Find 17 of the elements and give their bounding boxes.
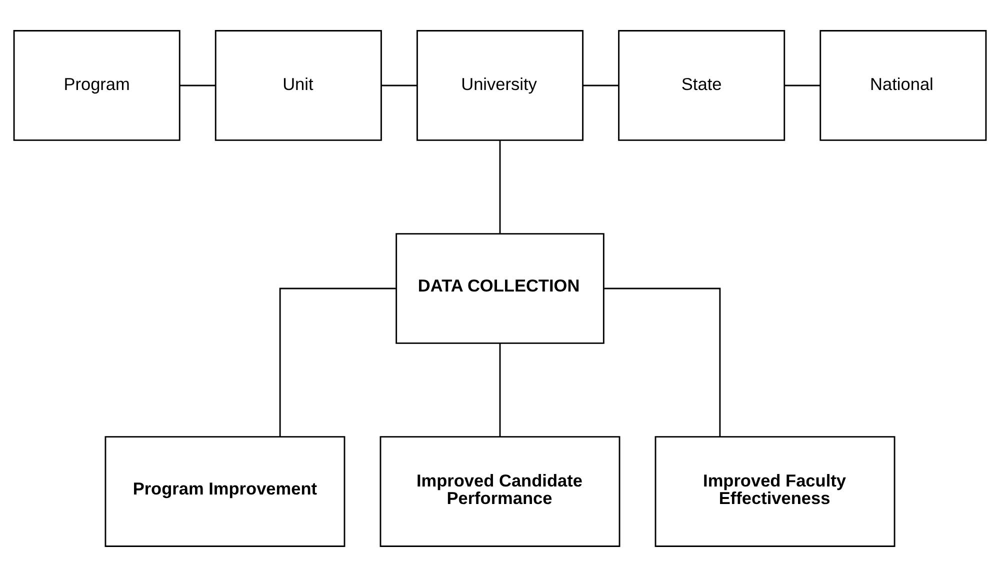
node-box: National — [820, 30, 987, 141]
connector — [180, 84, 216, 86]
node-box: Program Improvement — [104, 436, 346, 547]
connector — [583, 84, 619, 86]
node-box: Program — [13, 30, 180, 141]
connector — [279, 288, 396, 437]
node-box: Improved Candidate Performance — [380, 436, 620, 547]
connector — [499, 343, 501, 437]
connector — [382, 84, 418, 86]
node-box: Improved Faculty Effectiveness — [654, 436, 896, 547]
connector — [784, 84, 820, 86]
node-box: DATA COLLECTION — [396, 233, 604, 344]
node-box: Unit — [214, 30, 382, 141]
connector — [604, 288, 721, 437]
node-box: University — [416, 30, 584, 141]
node-box: State — [618, 30, 786, 141]
connector — [499, 140, 501, 234]
